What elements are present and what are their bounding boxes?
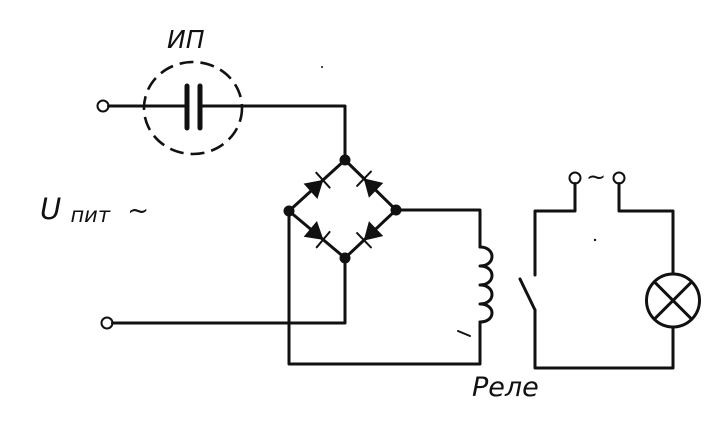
diode-bridge xyxy=(283,154,402,264)
input-terminal-top[interactable] xyxy=(96,99,110,113)
diode-lower-right xyxy=(356,221,384,249)
bridge-diamond-edges xyxy=(287,158,398,260)
bridge-node-right xyxy=(390,204,402,216)
indicator-label: ИП xyxy=(167,25,205,54)
ac-terminal-left[interactable] xyxy=(568,171,582,185)
indicator-dashed-enclosure xyxy=(142,60,244,156)
wire-bridge-left-return xyxy=(287,209,482,366)
relay-label: Реле xyxy=(472,372,539,403)
supply-tilde: ~ xyxy=(127,196,149,226)
wire-right-terminal-to-lamp xyxy=(617,182,675,276)
wire-capacitor-to-bridge xyxy=(198,104,347,162)
ac-symbol: ~ xyxy=(586,163,606,191)
wire-left-terminal-to-switch xyxy=(533,182,577,277)
scan-speck xyxy=(593,238,597,242)
ac-terminal-right[interactable] xyxy=(612,171,626,185)
supply-voltage-label: U пит ~ xyxy=(40,192,149,229)
supply-subscript: пит xyxy=(70,203,110,227)
diode-upper-right xyxy=(356,170,384,198)
relay-switch-contact xyxy=(518,277,537,312)
scan-speck xyxy=(321,66,323,68)
diode-lower-left xyxy=(303,220,331,249)
indicator-device xyxy=(142,60,244,156)
wire-bridge-right-to-coil xyxy=(394,208,482,249)
relay-coil xyxy=(478,245,494,324)
wire-switch-to-lamp xyxy=(533,308,675,370)
relay-coil-tick xyxy=(457,330,471,337)
bridge-node-bottom xyxy=(339,252,351,264)
wire-bottom-input xyxy=(111,256,347,325)
supply-symbol: U xyxy=(40,192,61,226)
input-terminal-bottom[interactable] xyxy=(100,316,114,330)
bridge-node-left xyxy=(283,205,295,217)
bridge-node-top xyxy=(339,154,351,166)
lamp-icon xyxy=(645,272,701,329)
diode-upper-left xyxy=(303,171,331,200)
